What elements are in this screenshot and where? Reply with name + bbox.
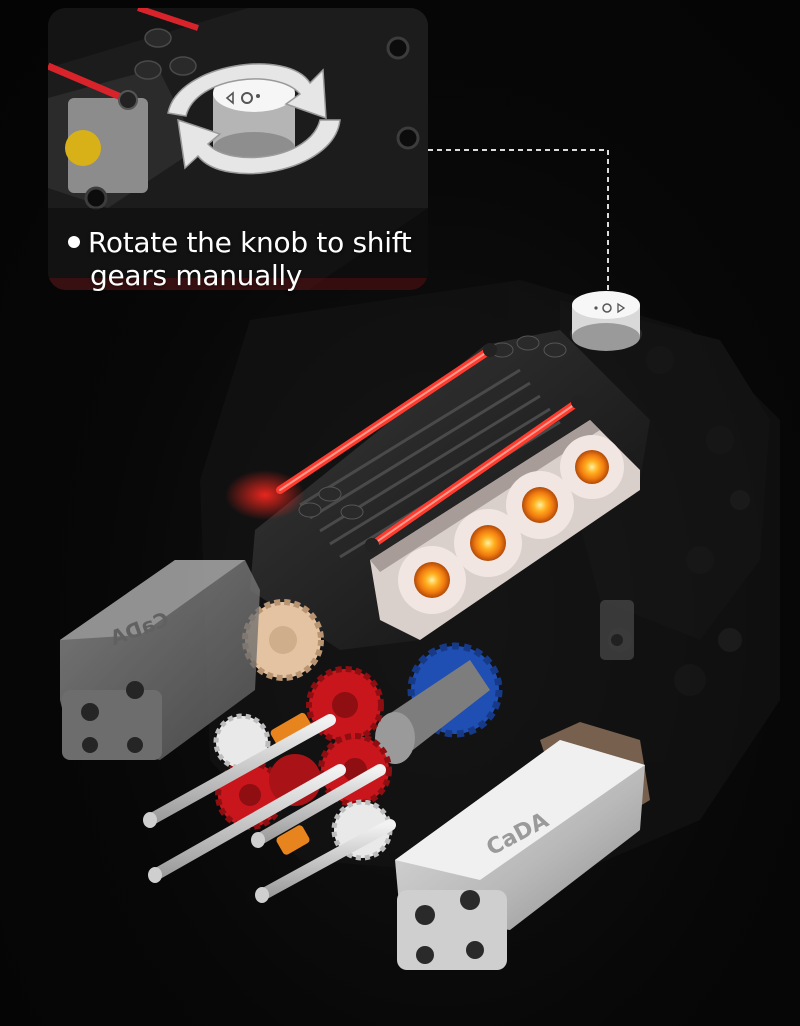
red-glow-rods [225,343,585,552]
knob-closeup-inset [48,8,428,290]
bullet-dot-icon [68,236,80,248]
orange-bushing-2 [276,825,310,855]
caption-line-1: Rotate the knob to shift [68,226,418,259]
lego-studs [298,335,567,520]
gear-knob [570,291,642,351]
axles [144,714,396,901]
led-cylinder-2 [454,509,522,577]
tan-gear [242,599,324,681]
led-cylinder-4 [560,435,624,499]
left-motor: CaDA [60,560,260,760]
axle-ends [143,812,269,903]
cylinder-leds [398,435,624,614]
orange-bushing [270,712,314,750]
caption-text-line-1: Rotate the knob to shift [88,226,412,259]
callout-caption: Rotate the knob to shift gears manually [68,226,418,292]
right-motor: CaDA [395,722,650,970]
led-cylinder-3 [506,471,574,539]
yellow-stud [65,130,101,166]
caption-line-2: gears manually [90,259,303,292]
rotate-arrows-icon [167,63,341,175]
knob-closeup-illustration [48,8,428,290]
led-cylinder-1 [398,546,466,614]
closeup-knob [213,74,295,164]
